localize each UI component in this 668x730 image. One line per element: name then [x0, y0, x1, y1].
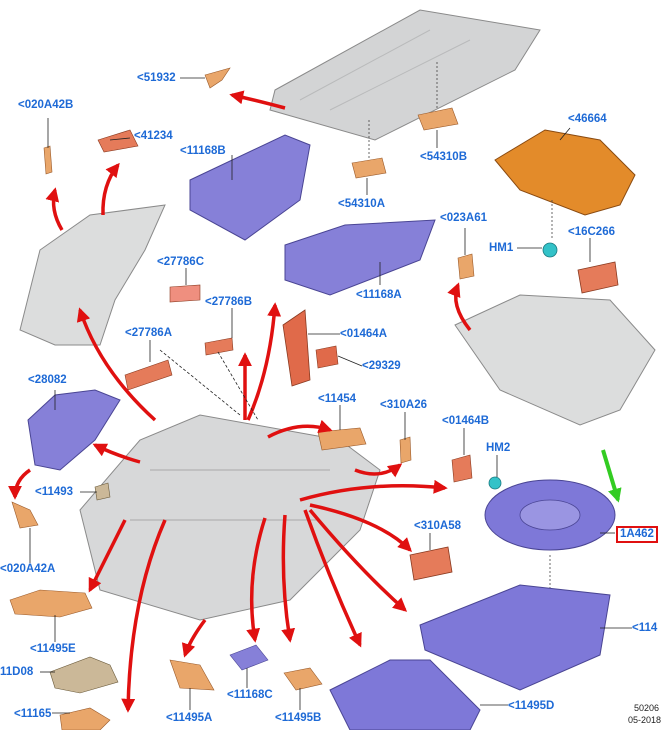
- part-310a26: [399, 436, 412, 464]
- callout-27786a[interactable]: <27786A: [125, 327, 172, 339]
- part-11d08: [49, 656, 119, 694]
- patch-54310a: [351, 157, 387, 179]
- callout-11165[interactable]: <11165: [14, 708, 52, 720]
- part-11168a: [284, 219, 436, 296]
- callout-11d08[interactable]: 11D08: [0, 666, 34, 678]
- green-pointer-arrow: [601, 449, 622, 503]
- patch-51932: [204, 67, 231, 89]
- part-310a58: [409, 546, 453, 581]
- part-11165: [59, 707, 111, 730]
- callout-41234[interactable]: <41234: [134, 130, 173, 142]
- callout-11168b[interactable]: <11168B: [180, 145, 226, 157]
- callout-11495b[interactable]: <11495B: [275, 712, 322, 724]
- callout-01464b[interactable]: <01464B: [442, 415, 489, 427]
- callout-1a462[interactable]: 1A462: [616, 526, 658, 543]
- footer-code: 50206: [634, 703, 660, 713]
- footer-date: 05-2018: [628, 715, 662, 725]
- part-020a42b: [43, 145, 53, 175]
- callout-310a26[interactable]: <310A26: [380, 399, 427, 411]
- left-side-panel: [19, 204, 166, 346]
- callout-11454[interactable]: <11454: [318, 393, 357, 405]
- callout-023a61[interactable]: <023A61: [440, 212, 487, 224]
- part-023a61: [457, 253, 475, 280]
- part-27786a: [124, 359, 173, 391]
- part-27786b: [204, 337, 234, 356]
- patch-54310b: [417, 107, 459, 131]
- part-11495a: [169, 659, 215, 691]
- callout-11493[interactable]: <11493: [35, 486, 74, 498]
- part-11493: [94, 482, 111, 501]
- callout-hm1[interactable]: HM1: [489, 242, 514, 254]
- part-46664: [494, 129, 636, 216]
- callout-11495d[interactable]: <11495D: [508, 700, 555, 712]
- part-11168c: [229, 644, 269, 671]
- clip-hm1: [542, 242, 558, 258]
- clip-hm2: [488, 476, 502, 490]
- callout-01464a[interactable]: <01464A: [340, 328, 387, 340]
- callout-16c266[interactable]: <16C266: [568, 226, 615, 238]
- callout-020a42b[interactable]: <020A42B: [18, 99, 74, 111]
- roof-panel: [269, 9, 541, 141]
- rear-package-tray: [454, 294, 656, 426]
- part-28082: [27, 389, 121, 471]
- main-floor-pan: [79, 414, 381, 621]
- callout-11495e[interactable]: <11495E: [30, 643, 76, 655]
- part-020a42a: [11, 501, 39, 529]
- callout-27786b[interactable]: <27786B: [205, 296, 252, 308]
- callout-11495a[interactable]: <11495A: [166, 712, 213, 724]
- part-11495e: [9, 589, 93, 618]
- part-11495b: [283, 667, 323, 691]
- callout-27786c[interactable]: <27786C: [157, 256, 204, 268]
- callout-51932[interactable]: <51932: [137, 72, 176, 84]
- leader-lines: [29, 77, 632, 714]
- callout-114[interactable]: <114: [632, 622, 658, 634]
- part-41234: [97, 129, 139, 153]
- callout-29329[interactable]: <29329: [362, 360, 401, 372]
- callout-11168c[interactable]: <11168C: [227, 689, 273, 701]
- part-16c266: [577, 261, 619, 294]
- red-arrows: [8, 90, 472, 713]
- part-27786c: [169, 284, 201, 303]
- part-1149-floor: [419, 584, 611, 691]
- part-11454: [317, 427, 367, 451]
- part-11168b: [189, 134, 311, 241]
- callout-020a42a[interactable]: <020A42A: [0, 563, 56, 575]
- part-01464b: [451, 454, 473, 483]
- callout-54310b[interactable]: <54310B: [420, 151, 467, 163]
- callout-hm2[interactable]: HM2: [486, 442, 511, 454]
- callout-54310a[interactable]: <54310A: [338, 198, 385, 210]
- callout-310a58[interactable]: <310A58: [414, 520, 461, 532]
- callout-46664[interactable]: <46664: [568, 113, 607, 125]
- part-01464a: [282, 309, 311, 387]
- callout-11168a[interactable]: <11168A: [356, 289, 402, 301]
- callout-28082[interactable]: <28082: [28, 374, 67, 386]
- part-11495d: [329, 659, 481, 730]
- part-29329: [315, 345, 339, 369]
